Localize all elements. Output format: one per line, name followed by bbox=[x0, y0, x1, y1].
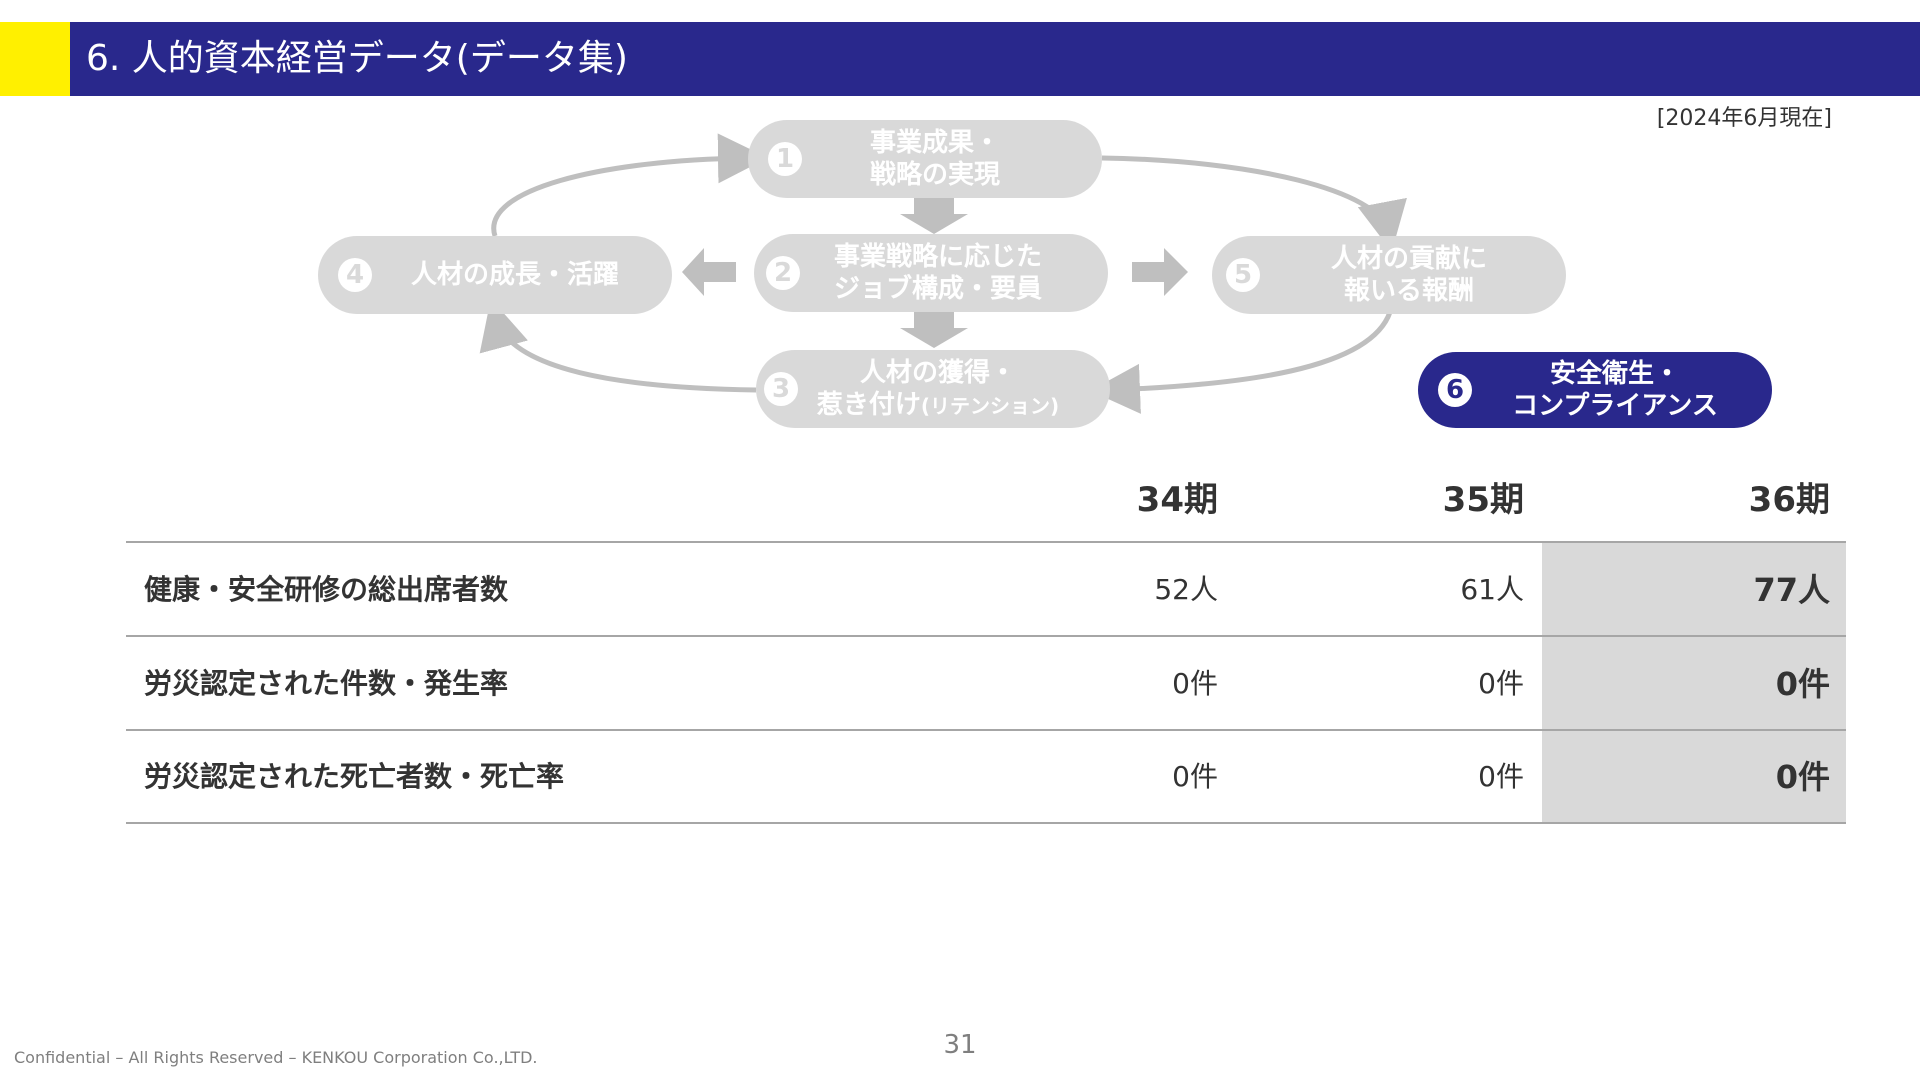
column-header-35: 35期 bbox=[1442, 480, 1524, 520]
block-arrow-2-to-4 bbox=[682, 248, 736, 296]
node-4: 4 人材の成長・活躍 bbox=[318, 236, 672, 314]
node-2: 2 事業戦略に応じた ジョブ構成・要員 bbox=[754, 234, 1108, 312]
as-of-date: [2024年6月現在] bbox=[1656, 106, 1832, 131]
table-cell: 61人 bbox=[1460, 573, 1524, 606]
arrow-4-to-1 bbox=[491, 133, 768, 237]
table-cell-highlight: 77人 bbox=[1753, 571, 1830, 609]
node-label-main: 人材の獲得・ 惹き付け bbox=[816, 357, 1016, 420]
column-header-36: 36期 bbox=[1748, 480, 1830, 520]
header-bar bbox=[0, 22, 1920, 96]
node-label-suffix: (リテンション) bbox=[920, 393, 1060, 418]
cycle-diagram-connectors bbox=[479, 133, 1407, 414]
table-row-label: 労災認定された死亡者数・死亡率 bbox=[144, 760, 565, 793]
node-number: 6 bbox=[1438, 373, 1472, 407]
footer-copyright: Confidential – All Rights Reserved – KEN… bbox=[14, 1048, 538, 1067]
node-1: 1 事業成果・ 戦略の実現 bbox=[748, 120, 1102, 198]
table-rule bbox=[126, 635, 1846, 637]
node-label: 人材の貢献に 報いる報酬 bbox=[1330, 244, 1487, 306]
node-number: 1 bbox=[768, 142, 802, 176]
node-5: 5 人材の貢献に 報いる報酬 bbox=[1212, 236, 1566, 314]
column-header-34: 34期 bbox=[1136, 480, 1218, 520]
node-number: 3 bbox=[764, 372, 798, 406]
table-row-label: 健康・安全研修の総出席者数 bbox=[144, 573, 509, 606]
table-cell: 52人 bbox=[1154, 573, 1218, 606]
node-label: 人材の獲得・ 惹き付け(リテンション) bbox=[756, 357, 1110, 422]
table-cell: 0件 bbox=[1172, 760, 1218, 793]
node-3: 3 人材の獲得・ 惹き付け(リテンション) bbox=[756, 350, 1110, 428]
table-cell-highlight: 0件 bbox=[1775, 665, 1830, 703]
highlight-column-bg bbox=[1542, 542, 1846, 822]
table-cell-highlight: 0件 bbox=[1775, 758, 1830, 796]
node-number: 4 bbox=[338, 258, 372, 292]
node-label: 事業成果・ 戦略の実現 bbox=[869, 128, 1000, 190]
header-accent bbox=[0, 22, 70, 96]
node-6-active: 6 安全衛生・ コンプライアンス bbox=[1418, 352, 1772, 428]
arrow-1-to-5 bbox=[1101, 155, 1407, 252]
table-cell: 0件 bbox=[1478, 760, 1524, 793]
block-arrow-2-to-3 bbox=[900, 312, 968, 348]
node-label: 事業戦略に応じた ジョブ構成・要員 bbox=[833, 242, 1042, 304]
page-title: 6. 人的資本経営データ(データ集) bbox=[86, 38, 628, 79]
page-number: 31 bbox=[943, 1030, 977, 1060]
table-row-label: 労災認定された件数・発生率 bbox=[144, 667, 509, 700]
node-number: 2 bbox=[766, 256, 800, 290]
node-label: 人材の成長・活躍 bbox=[410, 260, 619, 290]
block-arrow-2-to-5 bbox=[1132, 248, 1188, 296]
table-cell: 0件 bbox=[1172, 667, 1218, 700]
arrow-3-to-4 bbox=[479, 298, 757, 393]
table-rule bbox=[126, 729, 1846, 731]
node-label: 安全衛生・ コンプライアンス bbox=[1512, 359, 1718, 421]
table-rule-top bbox=[126, 541, 1846, 543]
node-number: 5 bbox=[1226, 258, 1260, 292]
block-arrow-1-to-2 bbox=[900, 198, 968, 234]
table-rule-bottom bbox=[126, 822, 1846, 824]
arrow-5-to-3 bbox=[1090, 311, 1393, 414]
table-cell: 0件 bbox=[1478, 667, 1524, 700]
